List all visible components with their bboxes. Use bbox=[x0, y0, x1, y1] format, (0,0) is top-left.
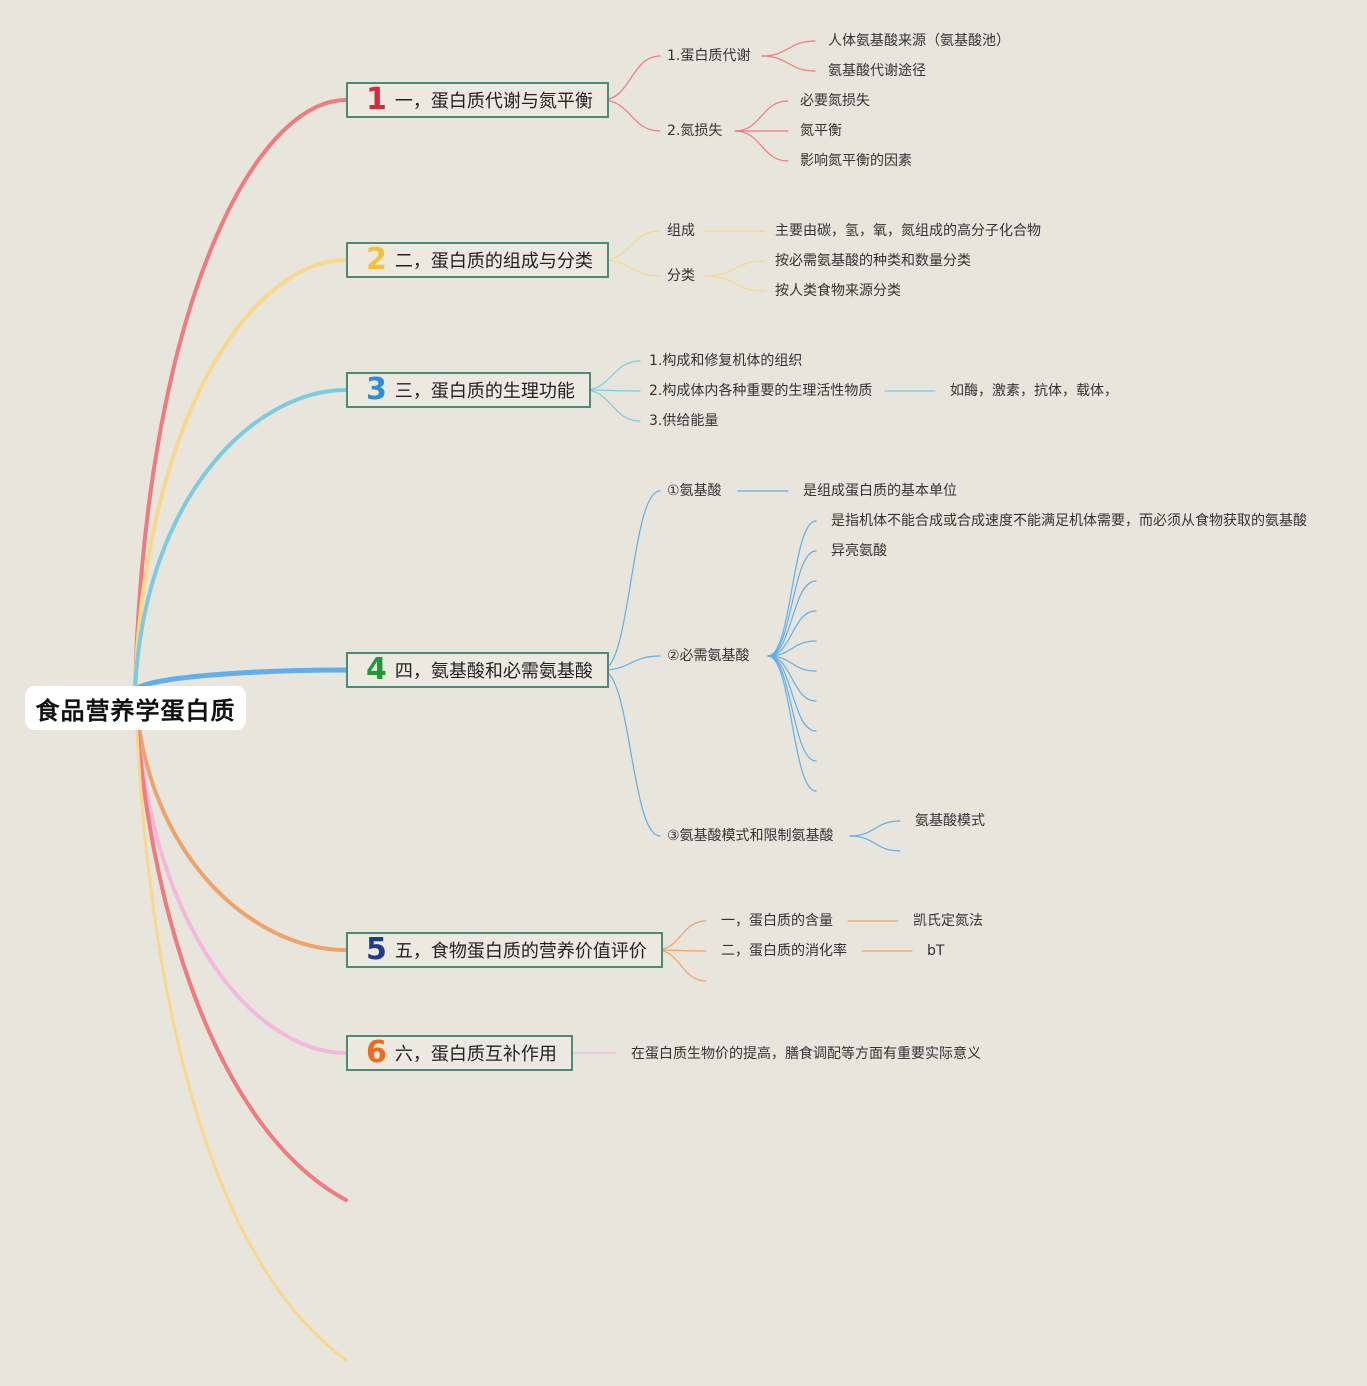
leaf-kjeldahl[interactable]: 凯氏定氮法 bbox=[913, 913, 983, 929]
subnode-digestibility[interactable]: 二，蛋白质的消化率 bbox=[721, 943, 847, 959]
subnode-essential-amino-acid[interactable]: ②必需氨基酸 bbox=[667, 648, 750, 664]
leaf-bt[interactable]: bT bbox=[927, 943, 945, 959]
branch-6-label: 六，蛋白质互补作用 bbox=[394, 1044, 557, 1065]
subnode-tissue-building[interactable]: 1.构成和修复机体的组织 bbox=[649, 353, 803, 369]
branch-1-label: 一，蛋白质代谢与氮平衡 bbox=[394, 91, 593, 112]
root-title: 食品营养学蛋白质 bbox=[35, 696, 236, 725]
b1-link-1 bbox=[601, 99, 661, 132]
b4-pattern-link-1 bbox=[849, 835, 901, 852]
b1-loss-link-0 bbox=[734, 100, 789, 132]
branch-6-number: 6 bbox=[366, 1035, 387, 1070]
b2-class-link-1 bbox=[704, 275, 766, 292]
leaf-nitrogen-balance-factors[interactable]: 影响氮平衡的因素 bbox=[800, 153, 912, 169]
leaf-classify-by-eaa[interactable]: 按必需氨基酸的种类和数量分类 bbox=[775, 253, 971, 269]
b4-pattern-link-0 bbox=[849, 820, 901, 837]
branch-4-label: 四，氨基酸和必需氨基酸 bbox=[394, 661, 593, 682]
subnode-protein-metabolism[interactable]: 1.蛋白质代谢 bbox=[667, 48, 751, 64]
branch-5-node[interactable]: 5 五，食物蛋白质的营养价值评价 bbox=[346, 932, 663, 968]
subnode-protein-content[interactable]: 一，蛋白质的含量 bbox=[721, 913, 833, 929]
root-link-4 bbox=[132, 667, 349, 693]
b5-link-0 bbox=[655, 920, 707, 951]
branch-3-label: 三，蛋白质的生理功能 bbox=[394, 381, 575, 402]
leaf-amino-acid-definition[interactable]: 是组成蛋白质的基本单位 bbox=[803, 483, 957, 499]
root-link-5 bbox=[133, 688, 348, 952]
leaf-amino-acid-pathway[interactable]: 氨基酸代谢途径 bbox=[828, 63, 926, 79]
b1-metab-link-1 bbox=[761, 55, 816, 72]
subnode-composition[interactable]: 组成 bbox=[667, 223, 695, 239]
branch-2-number: 2 bbox=[366, 242, 387, 277]
subnode-energy-supply[interactable]: 3.供给能量 bbox=[649, 413, 719, 429]
branch-4-number: 4 bbox=[366, 652, 387, 687]
b2-class-link-0 bbox=[704, 260, 766, 277]
root-link-6 bbox=[133, 688, 348, 1055]
b5-link-2 bbox=[655, 949, 707, 982]
branch-6-node[interactable]: 6 六，蛋白质互补作用 bbox=[346, 1035, 573, 1071]
b1-metab-link-0 bbox=[761, 40, 816, 57]
branch-3-number: 3 bbox=[366, 372, 387, 407]
leaf-amino-acid-source[interactable]: 人体氨基酸来源（氨基酸池） bbox=[828, 33, 1010, 49]
b2-link-0 bbox=[601, 230, 661, 261]
b4-eaa-link-7 bbox=[767, 655, 817, 732]
branch-5-number: 5 bbox=[366, 932, 387, 967]
root-link-extra-red bbox=[133, 688, 348, 1202]
branch-4-node[interactable]: 4 四，氨基酸和必需氨基酸 bbox=[346, 652, 609, 688]
root-link-1 bbox=[133, 98, 348, 692]
b2-link-1 bbox=[601, 259, 661, 277]
b4-eaa-link-0 bbox=[767, 520, 817, 657]
b4-link-2 bbox=[601, 669, 661, 837]
subnode-active-substances[interactable]: 2.构成体内各种重要的生理活性物质 bbox=[649, 383, 873, 399]
root-link-extra-yellow bbox=[133, 688, 348, 1362]
root-node[interactable]: 食品营养学蛋白质 bbox=[25, 686, 246, 730]
b4-eaa-link-6 bbox=[767, 655, 817, 702]
branch-2-node[interactable]: 2 二，蛋白质的组成与分类 bbox=[346, 242, 609, 278]
leaf-active-substance-examples[interactable]: 如酶，激素，抗体，载体， bbox=[950, 383, 1118, 399]
b4-eaa-link-9 bbox=[767, 655, 817, 792]
b1-loss-link-2 bbox=[734, 130, 789, 162]
subnode-amino-acid[interactable]: ①氨基酸 bbox=[667, 483, 722, 499]
b4-eaa-link-2 bbox=[767, 580, 817, 657]
b4-eaa-link-4 bbox=[767, 640, 817, 657]
leaf-eaa-definition[interactable]: 是指机体不能合成或合成速度不能满足机体需要，而必须从食物获取的氨基酸 bbox=[831, 513, 1307, 529]
leaf-isoleucine[interactable]: 异亮氨酸 bbox=[831, 543, 887, 559]
leaf-classify-by-source[interactable]: 按人类食物来源分类 bbox=[775, 283, 901, 299]
branch-3-node[interactable]: 3 三，蛋白质的生理功能 bbox=[346, 372, 591, 408]
b3-link-0 bbox=[583, 360, 641, 391]
subnode-nitrogen-loss[interactable]: 2.氮损失 bbox=[667, 123, 723, 139]
leaf-aa-pattern[interactable]: 氨基酸模式 bbox=[915, 813, 985, 829]
leaf-nitrogen-balance[interactable]: 氮平衡 bbox=[800, 123, 842, 139]
b1-link-0 bbox=[601, 55, 661, 101]
root-link-2 bbox=[133, 258, 348, 692]
b4-eaa-link-8 bbox=[767, 655, 817, 762]
branch-5-label: 五，食物蛋白质的营养价值评价 bbox=[394, 941, 647, 962]
b4-link-1 bbox=[601, 655, 661, 671]
b4-eaa-link-1 bbox=[767, 550, 817, 657]
branch-1-number: 1 bbox=[366, 82, 387, 117]
subnode-classification[interactable]: 分类 bbox=[667, 268, 695, 284]
b3-link-2 bbox=[583, 389, 641, 422]
branch-2-label: 二，蛋白质的组成与分类 bbox=[394, 251, 593, 272]
subnode-complementary-significance[interactable]: 在蛋白质生物价的提高，膳食调配等方面有重要实际意义 bbox=[631, 1046, 981, 1062]
subnode-aa-pattern[interactable]: ③氨基酸模式和限制氨基酸 bbox=[667, 828, 834, 844]
root-link-3 bbox=[133, 388, 348, 692]
leaf-composition-detail[interactable]: 主要由碳，氢，氧，氮组成的高分子化合物 bbox=[775, 223, 1041, 239]
branch-1-node[interactable]: 1 一，蛋白质代谢与氮平衡 bbox=[346, 82, 609, 118]
b4-eaa-link-3 bbox=[767, 610, 817, 657]
b4-link-0 bbox=[601, 490, 661, 671]
leaf-necessary-nitrogen-loss[interactable]: 必要氮损失 bbox=[800, 93, 870, 109]
